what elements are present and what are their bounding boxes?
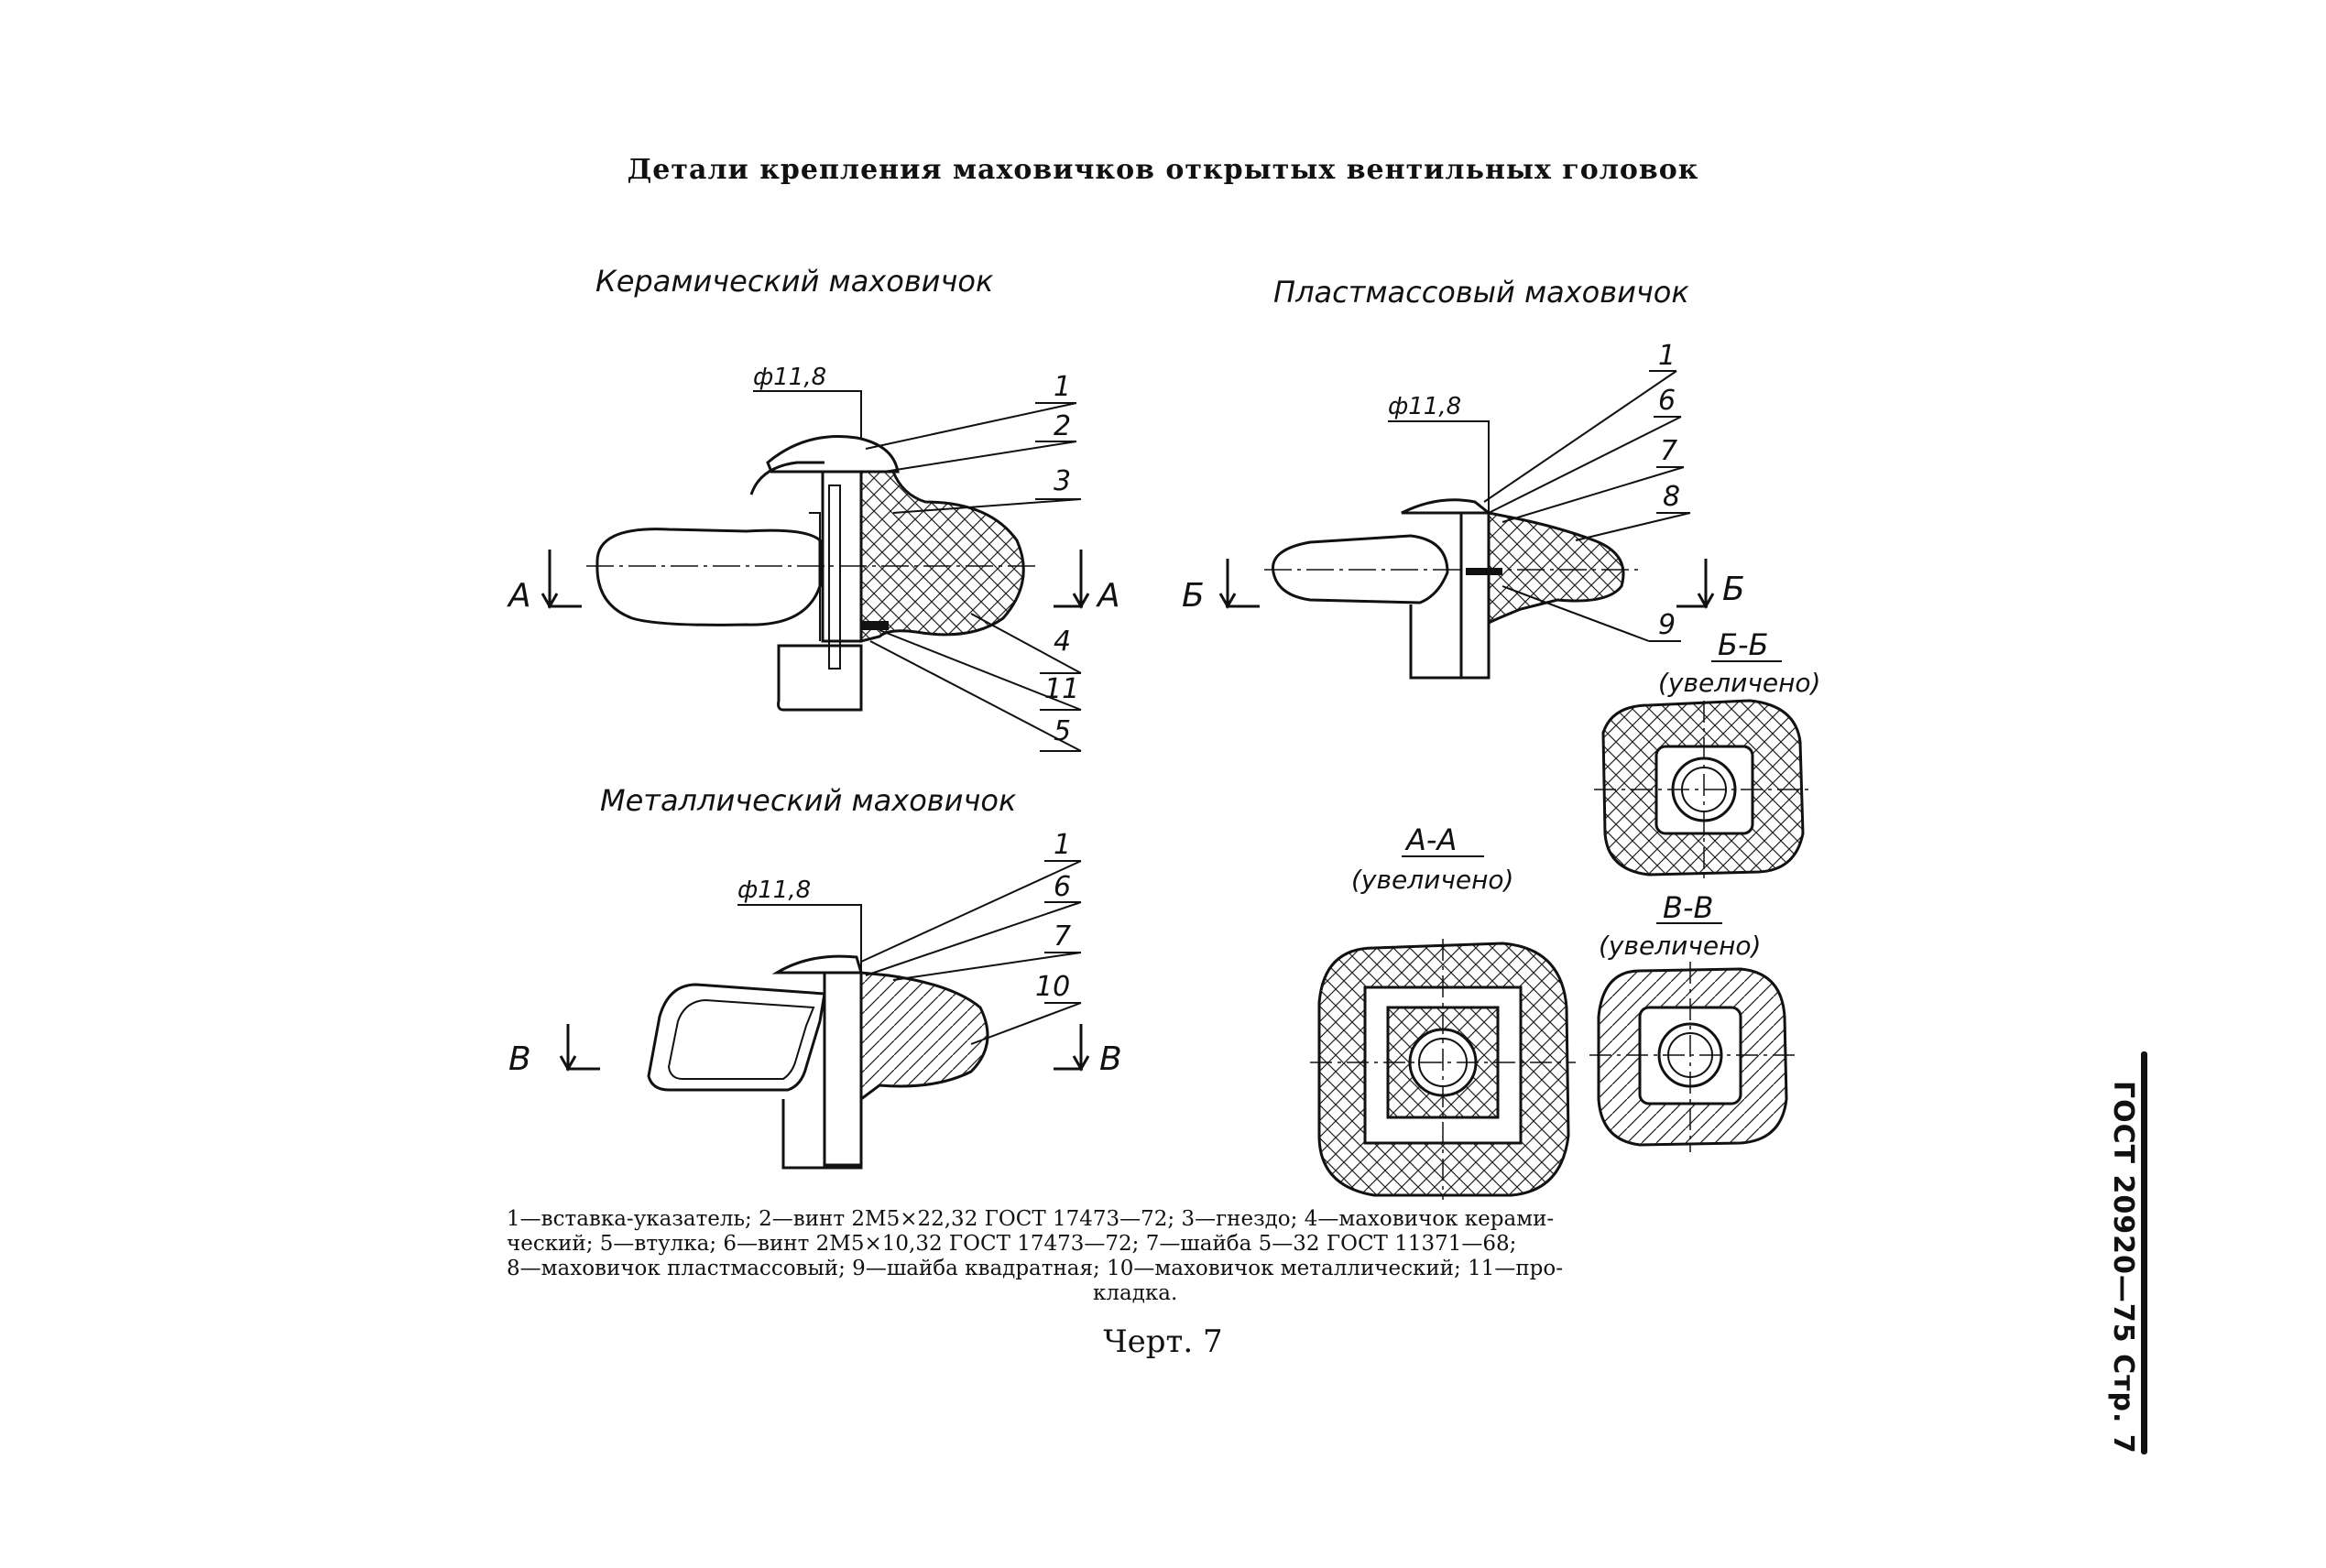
section-vv-note: (увеличено) — [1599, 931, 1761, 961]
legend-line: ческий; 5—втулка; 6—винт 2М5×10,32 ГОСТ … — [507, 1232, 1517, 1256]
plastic-diameter: ф11,8 — [1388, 393, 1461, 420]
metal-handle-outline — [647, 983, 826, 1092]
ceramic-handle-outline — [595, 528, 822, 626]
metal-callout-10: 10 — [1035, 971, 1070, 1003]
metal-view: Металлический маховичок ф11,8 1 6 7 10 В… — [508, 783, 1122, 1170]
plastic-section-left: Б — [1182, 577, 1205, 615]
ceramic-section-right: А — [1096, 577, 1120, 615]
metal-handle-section — [859, 971, 989, 1102]
metal-diameter: ф11,8 — [737, 877, 811, 904]
metal-title: Металлический маховичок — [600, 783, 1017, 818]
ceramic-callout-5: 5 — [1054, 715, 1071, 747]
plastic-title: Пластмассовый маховичок — [1273, 275, 1689, 310]
ceramic-title: Керамический маховичок — [595, 264, 994, 299]
section-bb: Б-Б (увеличено) — [1594, 627, 1820, 879]
standard-mark: ГОСТ 20920—75 Стр. 7 — [2107, 1081, 2139, 1454]
section-bb-title: Б-Б — [1718, 627, 1768, 662]
plastic-callout-9: 9 — [1658, 609, 1676, 641]
side-bar — [2141, 1051, 2147, 1454]
figure-caption: Черт. 7 — [1103, 1323, 1223, 1360]
plastic-callout-7: 7 — [1660, 435, 1677, 467]
plastic-section-right: Б — [1722, 571, 1745, 608]
ceramic-view: Керамический маховичок ф11,8 1 2 3 4 11 — [507, 264, 1120, 752]
ceramic-callout-1: 1 — [1054, 371, 1071, 403]
ceramic-diameter: ф11,8 — [753, 364, 826, 391]
section-aa: А-А (увеличено) — [1310, 822, 1576, 1200]
plastic-callout-8: 8 — [1663, 481, 1680, 513]
metal-section-left: В — [508, 1040, 531, 1078]
section-vv: В-В (увеличено) — [1589, 890, 1796, 1152]
legend: 1—вставка-указатель; 2—винт 2М5×22,32 ГО… — [507, 1207, 1817, 1306]
ceramic-handle-section — [859, 470, 1025, 643]
ceramic-callout-11: 11 — [1044, 673, 1079, 705]
legend-line: 8—маховичок пластмассовый; 9—шайба квадр… — [507, 1257, 1564, 1280]
plastic-handle-section — [1487, 511, 1625, 626]
metal-callout-1: 1 — [1054, 829, 1071, 861]
section-bb-note: (увеличено) — [1658, 668, 1820, 698]
page-title: Детали крепления маховичков открытых вен… — [627, 154, 1699, 186]
section-aa-note: (увеличено) — [1351, 865, 1513, 895]
legend-line: 1—вставка-указатель; 2—винт 2М5×22,32 ГО… — [507, 1207, 1555, 1231]
metal-callout-7: 7 — [1054, 920, 1071, 953]
plastic-handle-outline — [1272, 534, 1449, 604]
ceramic-callout-2: 2 — [1054, 410, 1071, 442]
ceramic-section-left: А — [507, 577, 531, 615]
section-vv-title: В-В — [1663, 890, 1713, 925]
plastic-callout-1: 1 — [1658, 340, 1676, 372]
plastic-callout-6: 6 — [1658, 385, 1676, 417]
legend-line: кладка. — [1093, 1281, 1178, 1305]
plastic-view: Пластмассовый маховичок ф11,8 1 6 7 8 9 … — [1182, 275, 1745, 680]
ceramic-callout-4: 4 — [1054, 626, 1071, 658]
ceramic-callout-3: 3 — [1054, 465, 1071, 497]
metal-section-right: В — [1099, 1040, 1122, 1078]
metal-callout-6: 6 — [1054, 871, 1071, 903]
section-aa-title: А-А — [1404, 822, 1457, 857]
